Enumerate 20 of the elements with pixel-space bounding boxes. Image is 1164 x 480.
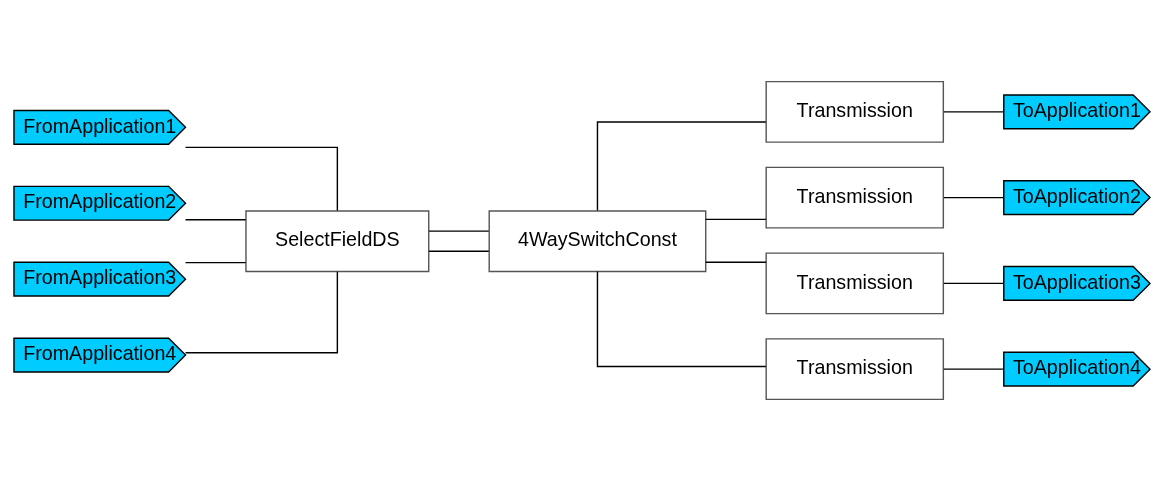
connector	[184, 218, 247, 220]
connector	[184, 261, 247, 263]
connector	[705, 261, 767, 263]
connector	[705, 218, 767, 220]
connector	[596, 270, 767, 367]
connector	[943, 282, 1005, 284]
node-box: Transmission	[765, 80, 945, 143]
connector	[184, 146, 339, 211]
connector	[596, 120, 767, 211]
connector	[184, 270, 339, 353]
connector	[943, 196, 1005, 198]
node-box: Transmission	[765, 251, 945, 314]
connector	[943, 110, 1005, 113]
connector	[943, 367, 1005, 370]
node-box: SelectFieldDS	[245, 209, 430, 272]
node-box: Transmission	[765, 166, 945, 229]
node-box: Transmission	[765, 337, 945, 400]
node-box: 4WaySwitchConst	[488, 209, 707, 272]
connector	[428, 250, 490, 252]
connector	[428, 229, 490, 232]
